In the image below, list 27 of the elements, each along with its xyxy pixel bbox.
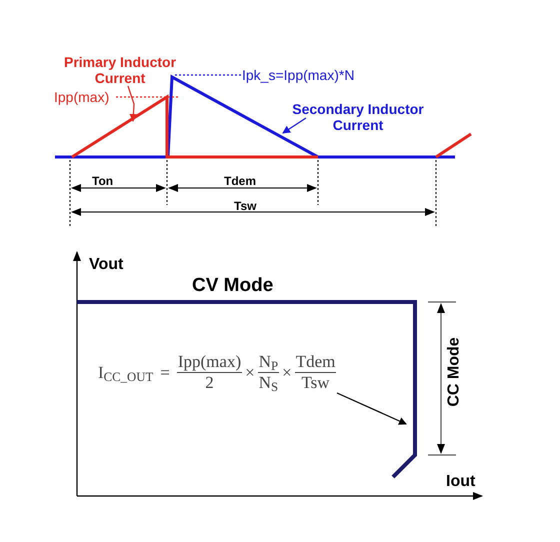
dimension-label: Tdem bbox=[224, 173, 256, 190]
leader-line bbox=[336, 392, 407, 425]
mode-label: CC Mode bbox=[444, 337, 464, 407]
cv-cc-curve bbox=[77, 300, 417, 478]
formula-numerator: N$_{P}$ bbox=[258, 352, 280, 373]
formula-numerator: Ipp(max) bbox=[176, 352, 242, 373]
dimension-label: Ton bbox=[92, 173, 114, 190]
formula-numerator: Tdem bbox=[294, 352, 336, 373]
leader-line bbox=[174, 74, 241, 76]
formula-operator: × bbox=[245, 362, 255, 384]
peak-current-label: Ipp(max) bbox=[54, 89, 110, 105]
leader-line bbox=[127, 86, 138, 122]
formula-operator: = bbox=[160, 362, 170, 384]
formula-operator: × bbox=[282, 362, 292, 384]
leader-line bbox=[116, 96, 178, 98]
dimension-label: Tsw bbox=[234, 198, 256, 215]
mode-label: CV Mode bbox=[192, 274, 274, 298]
secondary-current-label: Secondary Inductor Current bbox=[291, 101, 425, 133]
axis-label: Iout bbox=[446, 472, 476, 492]
primary-current-label: Primary Inductor Current bbox=[62, 54, 178, 86]
axis-label: Vout bbox=[89, 255, 124, 275]
leader-line bbox=[282, 118, 306, 134]
secondary-peak-label: Ipk_s=Ipp(max)*N bbox=[242, 67, 354, 83]
formula-denominator: N$_{S}$ bbox=[258, 373, 278, 393]
formula-term: I$_{CC_OUT}$ bbox=[98, 362, 154, 386]
formula-denominator: 2 bbox=[205, 373, 214, 393]
formula-denominator: Tsw bbox=[301, 373, 330, 393]
